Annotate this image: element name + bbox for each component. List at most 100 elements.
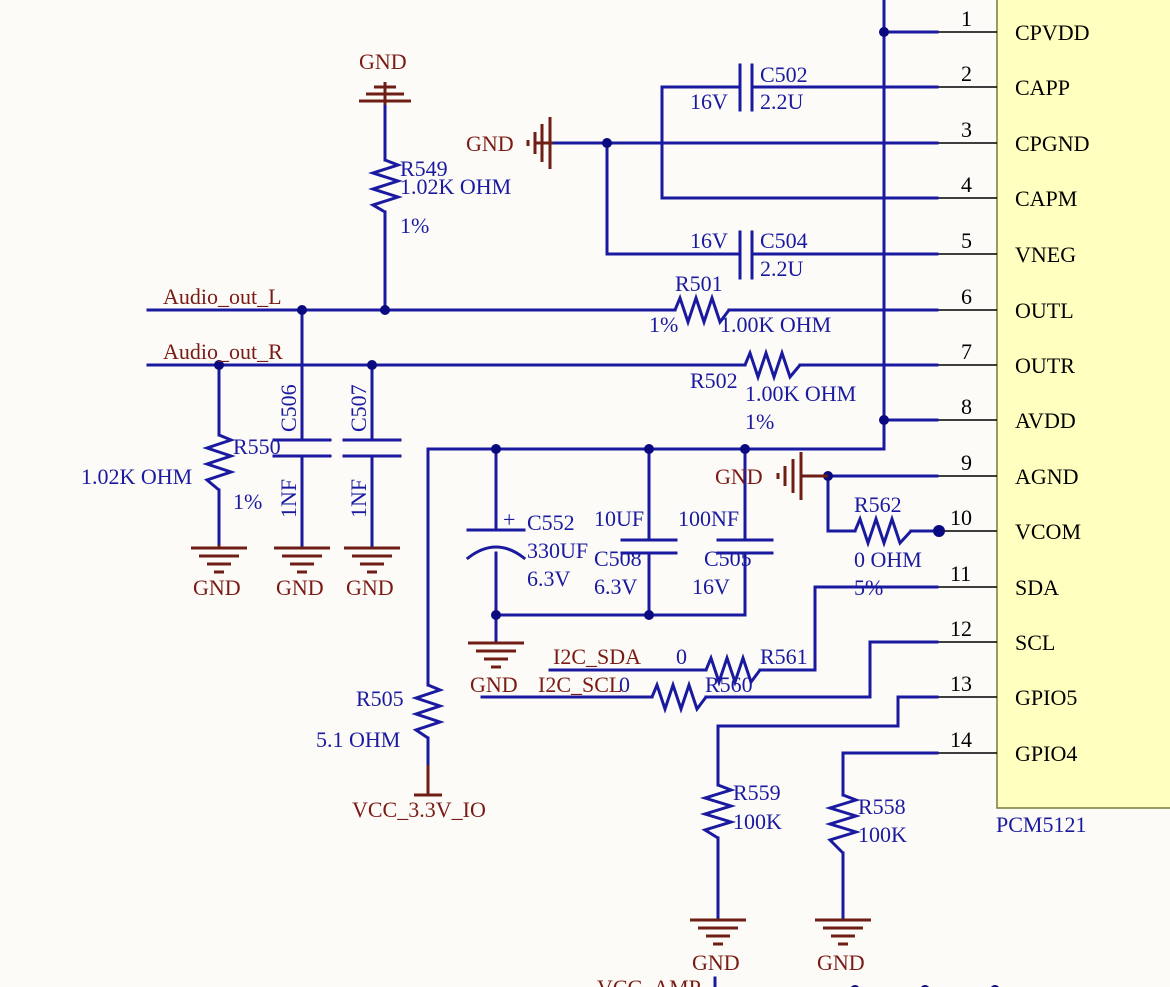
r549-ref: R549 — [400, 156, 448, 181]
r562-tol: 5% — [854, 575, 883, 600]
r501-tol: 1% — [649, 312, 678, 337]
pin-12: 12 SCL — [937, 616, 1055, 655]
pin-12-name: SCL — [1015, 630, 1055, 655]
pin-4-name: CAPM — [1015, 186, 1077, 211]
c506-value: 1NF — [276, 479, 301, 518]
pin-5: 5 VNEG — [937, 228, 1076, 267]
pin-7-number: 7 — [961, 339, 972, 364]
r561-ref: R561 — [760, 644, 808, 669]
r558-value: 100K — [858, 822, 907, 847]
pin-7: 7 OUTR — [937, 339, 1075, 378]
pin-14-name: GPIO4 — [1015, 741, 1077, 766]
r505-value: 5.1 OHM — [316, 727, 400, 752]
c505-ref: C505 — [704, 546, 752, 571]
pin-6-number: 6 — [961, 284, 972, 309]
r502: R502 1.00K OHM 1% — [690, 348, 856, 434]
pin-6-name: OUTL — [1015, 298, 1074, 323]
pin-13: 13 GPIO5 — [937, 671, 1077, 710]
pin-1-number: 1 — [961, 6, 972, 31]
c506-ref: C506 — [276, 384, 301, 432]
pin-3: 3 CPGND — [937, 117, 1090, 156]
vcc-io-port: VCC_3.3V_IO — [352, 765, 486, 822]
c507: C507 1NF — [342, 384, 402, 518]
c506: C506 1NF — [272, 384, 332, 518]
r549: R549 1.02K OHM 1% — [368, 156, 511, 238]
c505-value: 100NF — [678, 506, 739, 531]
r562-ref: R562 — [854, 492, 902, 517]
r502-tol: 1% — [745, 409, 774, 434]
c502-ref: C502 — [760, 62, 808, 87]
c505-voltage: 16V — [692, 574, 730, 599]
pin-9-number: 9 — [961, 450, 972, 475]
r501-value: 1.00K OHM — [720, 312, 831, 337]
r501-ref: R501 — [675, 271, 723, 296]
net-label-audio-out-r: Audio_out_R — [163, 339, 283, 364]
c507-value: 1NF — [346, 479, 371, 518]
pin-14: 14 GPIO4 — [937, 727, 1077, 766]
c552-value: 330UF — [527, 538, 588, 563]
gnd-symbol-c507: GND — [344, 546, 400, 600]
gnd-label-r558: GND — [817, 950, 865, 975]
pin-8: 8 AVDD — [937, 394, 1076, 433]
c502-value: 2.2U — [760, 89, 804, 114]
c508-value: 10UF — [594, 506, 644, 531]
r561: 0 R561 — [676, 644, 808, 687]
r558-ref: R558 — [858, 794, 906, 819]
pin-4: 4 CAPM — [937, 172, 1077, 211]
gnd-symbol-r559: GND — [690, 918, 746, 975]
pin-3-number: 3 — [961, 117, 972, 142]
r550-value: 1.02K OHM — [81, 464, 192, 489]
c508-voltage: 6.3V — [594, 574, 638, 599]
gnd-label-cpgnd: GND — [466, 131, 514, 156]
ic-body-pcm5121 — [996, 0, 1170, 809]
gnd-symbol-c506: GND — [274, 546, 330, 600]
net-label-i2c-sda: I2C_SDA — [553, 644, 641, 669]
c507-ref: C507 — [346, 384, 371, 432]
r559-ref: R559 — [733, 780, 781, 805]
r562-value: 0 OHM — [854, 547, 922, 572]
c504-voltage: 16V — [690, 228, 728, 253]
pin-2: 2 CAPP — [937, 61, 1070, 100]
pin-14-number: 14 — [950, 727, 972, 752]
r559-value: 100K — [733, 809, 782, 834]
c502-voltage: 16V — [690, 89, 728, 114]
c504-value: 2.2U — [760, 256, 804, 281]
c504: C504 16V 2.2U — [690, 228, 808, 281]
c504-ref: C504 — [760, 228, 808, 253]
pin-7-name: OUTR — [1015, 353, 1075, 378]
pin-2-name: CAPP — [1015, 75, 1070, 100]
pin-1: 1 CPVDD — [937, 6, 1090, 45]
r559: R559 100K — [699, 780, 782, 840]
pin-1-name: CPVDD — [1015, 20, 1090, 45]
pin-12-number: 12 — [950, 616, 972, 641]
pin-13-name: GPIO5 — [1015, 685, 1077, 710]
r502-ref: R502 — [690, 368, 738, 393]
gnd-symbol-c552: GND — [468, 641, 524, 697]
pin-9: 9 AGND — [937, 450, 1079, 489]
gnd-symbol-r550: GND — [191, 545, 247, 600]
pin-5-name: VNEG — [1015, 242, 1076, 267]
gnd-label-c507: GND — [346, 575, 394, 600]
r549-value: 1.02K OHM — [400, 174, 511, 199]
gnd-label-r559: GND — [692, 950, 740, 975]
r560-value: 0 — [619, 672, 630, 697]
pin-8-number: 8 — [961, 394, 972, 419]
gnd-symbol-cpgnd: GND — [466, 117, 553, 169]
r501: R501 1% 1.00K OHM — [649, 271, 831, 337]
pin-3-name: CPGND — [1015, 131, 1090, 156]
c552: + C552 330UF 6.3V — [465, 507, 588, 591]
c508-ref: C508 — [594, 546, 642, 571]
pin-11-number: 11 — [950, 561, 971, 586]
gnd-label-c552: GND — [470, 672, 518, 697]
gnd-symbol-top: GND — [359, 49, 411, 105]
r558: R558 100K — [824, 793, 907, 855]
pin-2-number: 2 — [961, 61, 972, 86]
junction-dots — [214, 27, 999, 987]
pin-11-name: SDA — [1015, 575, 1059, 600]
c552-ref: C552 — [527, 510, 575, 535]
r560-ref: R560 — [705, 672, 753, 697]
r502-value: 1.00K OHM — [745, 381, 856, 406]
pin-11: 11 SDA — [937, 561, 1059, 600]
r550-ref: R550 — [233, 434, 281, 459]
